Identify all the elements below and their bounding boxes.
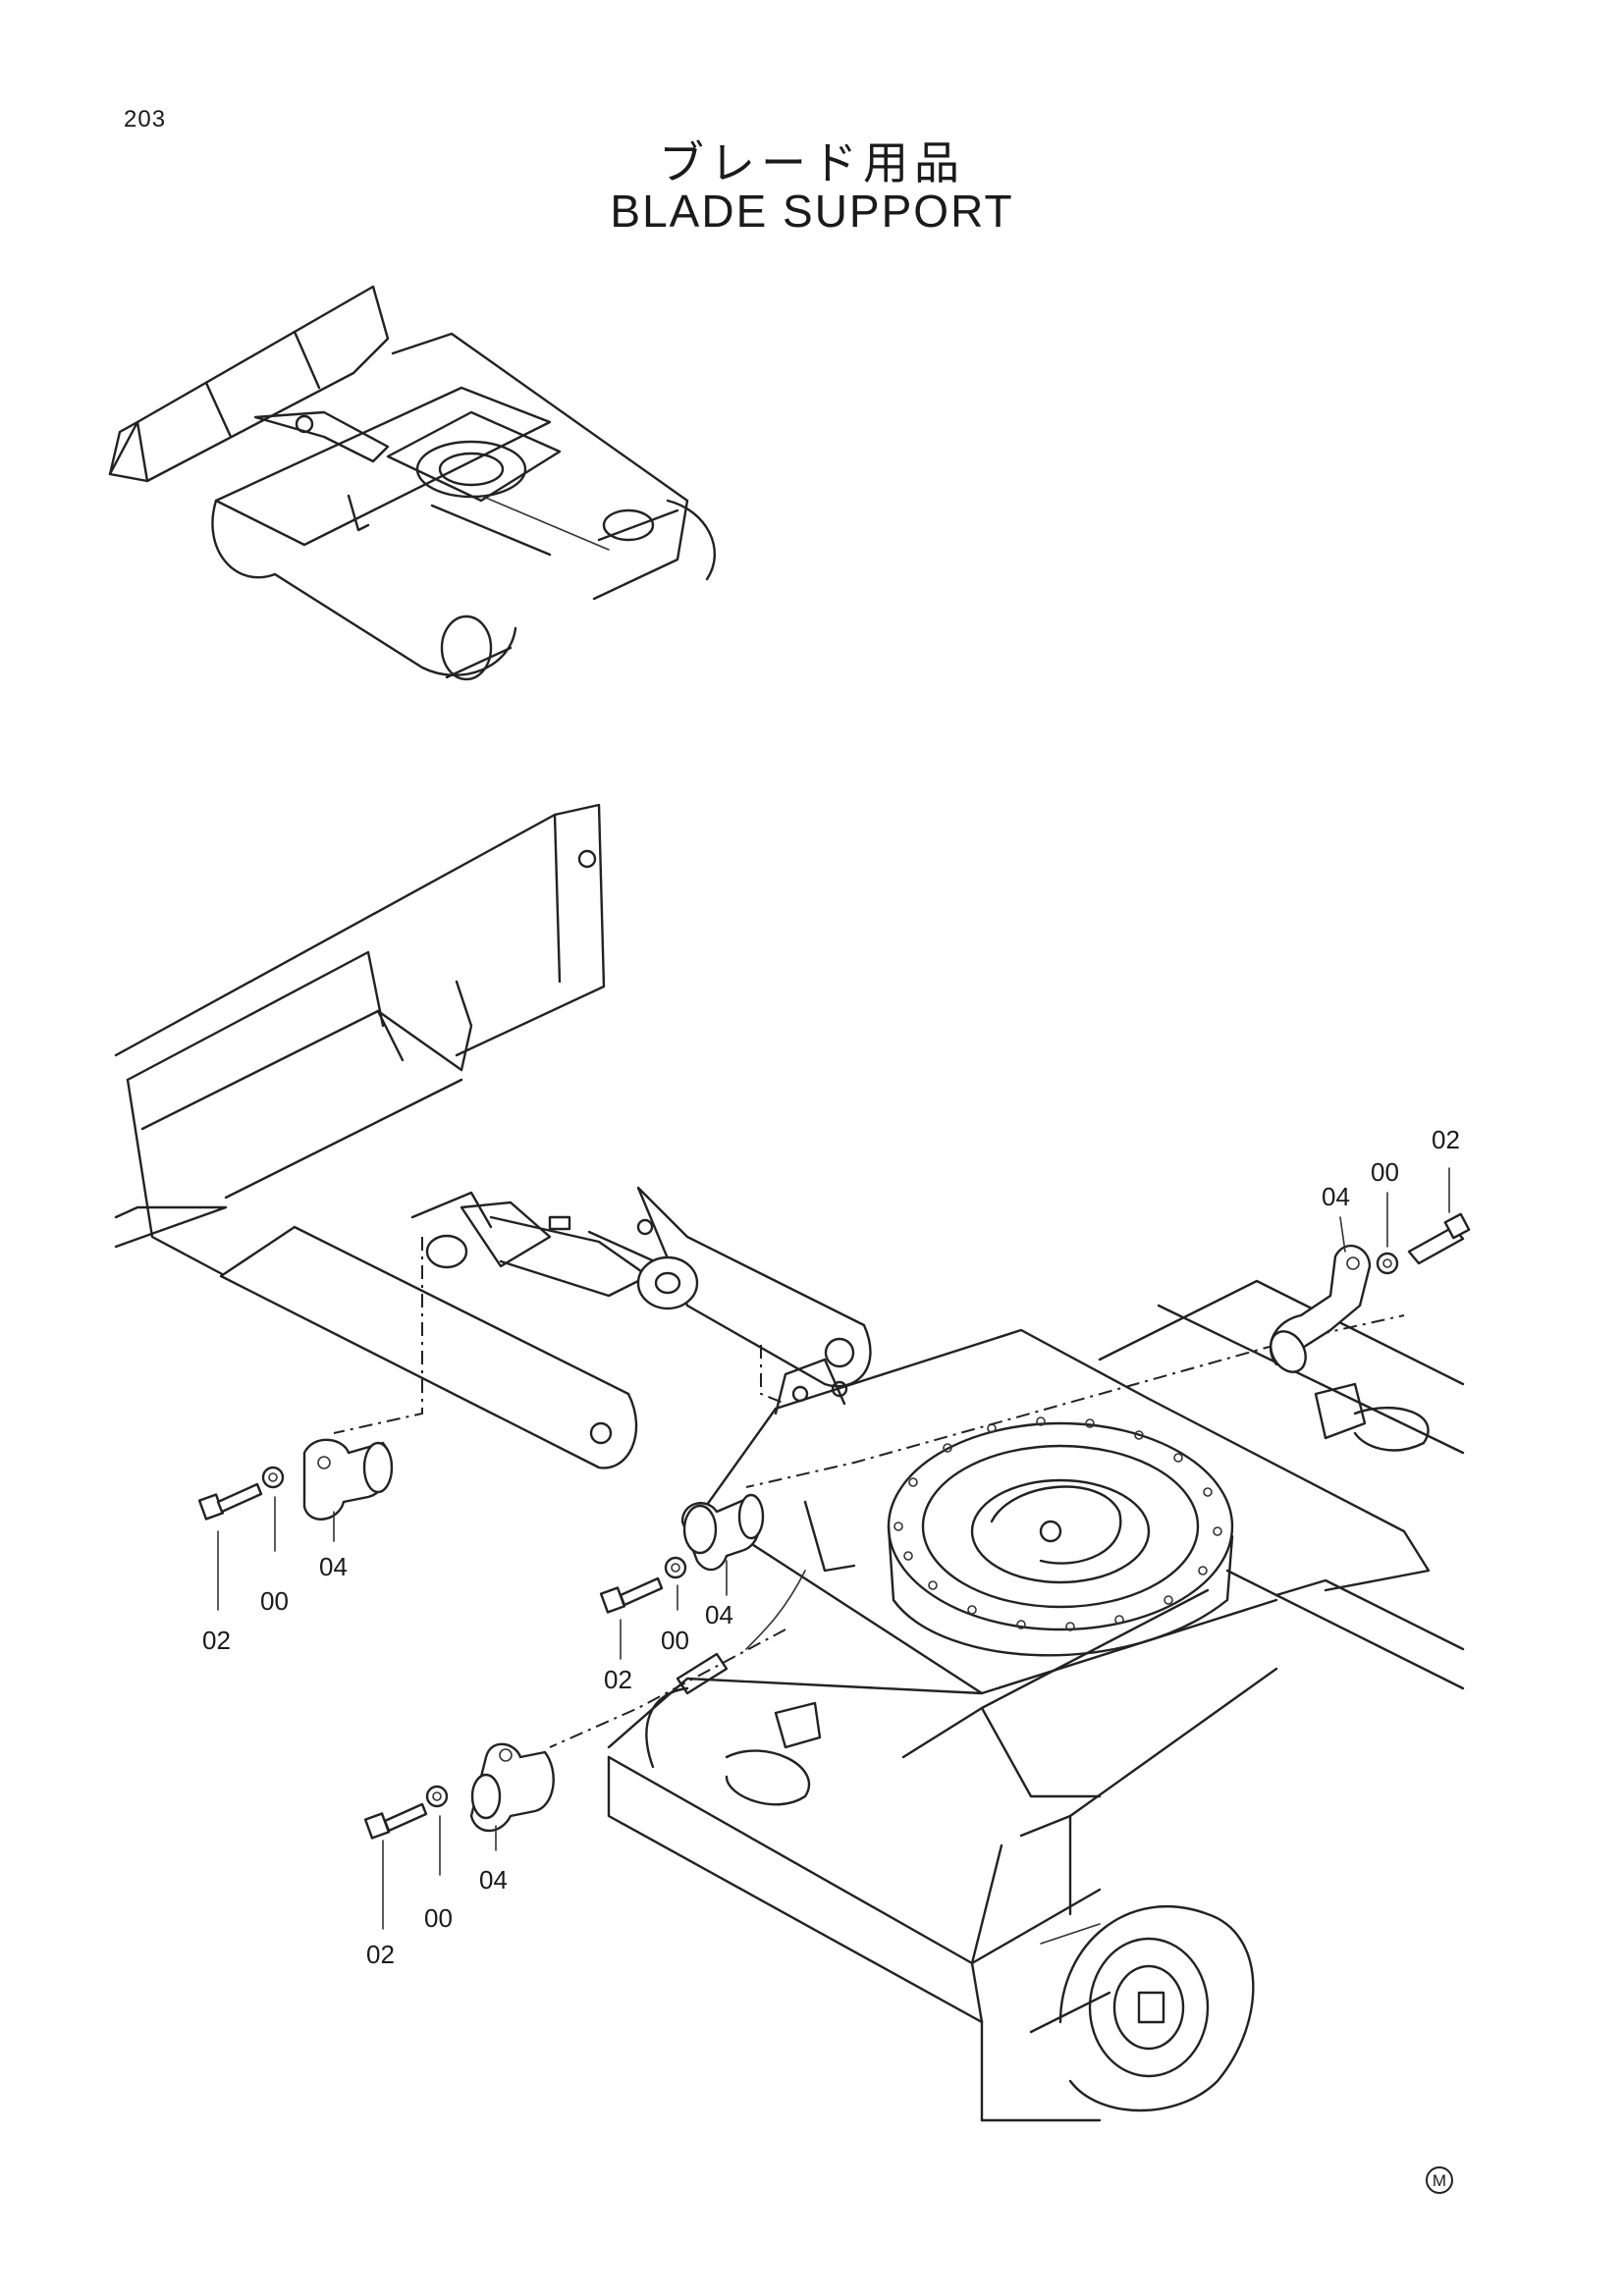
callout-04-left: 04 bbox=[319, 1552, 348, 1581]
m-mark-letter: M bbox=[1433, 2171, 1446, 2190]
callout-04-center: 04 bbox=[705, 1600, 733, 1629]
bolt-02-left bbox=[216, 1482, 263, 1514]
washer-00-lower bbox=[425, 1785, 449, 1808]
assembly-lines bbox=[333, 1237, 1405, 1748]
bolt-02-center bbox=[619, 1576, 664, 1607]
callout-02-center: 02 bbox=[604, 1665, 632, 1694]
title-japanese: ブレード用品 bbox=[659, 136, 965, 189]
part-group-left: 02 00 04 bbox=[197, 1438, 394, 1655]
bolt-02-lower bbox=[383, 1802, 428, 1833]
page-number: 203 bbox=[124, 106, 167, 133]
callout-00-lower: 00 bbox=[424, 1903, 453, 1933]
callout-02-lower: 02 bbox=[366, 1940, 395, 1969]
main-frame-illustration bbox=[114, 803, 1465, 2122]
callout-00-left: 00 bbox=[260, 1586, 289, 1616]
callout-04-lower: 04 bbox=[479, 1865, 508, 1895]
part-group-center: 02 00 04 bbox=[599, 1493, 765, 1694]
callout-00-upper-right: 00 bbox=[1371, 1157, 1399, 1187]
callout-02-upper-right: 02 bbox=[1432, 1125, 1460, 1154]
title-english: BLADE SUPPORT bbox=[610, 186, 1014, 237]
overview-illustration bbox=[108, 285, 717, 681]
washer-00-upper-right bbox=[1376, 1252, 1399, 1275]
callout-04-upper-right: 04 bbox=[1322, 1182, 1350, 1211]
washer-00-left bbox=[261, 1466, 285, 1489]
part-group-lower: 02 00 04 bbox=[363, 1742, 555, 1969]
washer-00-center bbox=[664, 1556, 687, 1579]
bolt-02-upper-right bbox=[1407, 1225, 1465, 1265]
part-group-upper-right: 02 00 04 bbox=[1270, 1125, 1471, 1373]
m-mark: M bbox=[1426, 2166, 1453, 2194]
callout-00-center: 00 bbox=[661, 1626, 689, 1655]
callout-02-left: 02 bbox=[202, 1626, 231, 1655]
